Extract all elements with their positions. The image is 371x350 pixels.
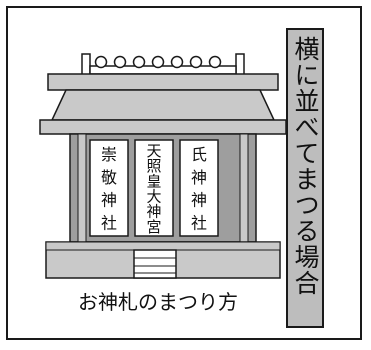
caption: お神札のまつり方 bbox=[78, 290, 238, 314]
amulet-text-3: 氏神神社 bbox=[191, 145, 207, 232]
amulet-text-2: 天照皇大神宮 bbox=[146, 142, 161, 236]
amulet-left bbox=[89, 139, 129, 237]
shrine-steps bbox=[133, 249, 177, 279]
amulet-right bbox=[179, 139, 219, 237]
amulet-center bbox=[134, 139, 174, 237]
roof-eave bbox=[39, 119, 287, 135]
roof bbox=[50, 89, 276, 121]
roof-ridge bbox=[47, 73, 279, 91]
roof-ornaments bbox=[81, 53, 245, 77]
amulet-text-1: 崇敬神社 bbox=[101, 145, 117, 232]
side-title: 横に並べてまつる場合 bbox=[286, 28, 324, 328]
